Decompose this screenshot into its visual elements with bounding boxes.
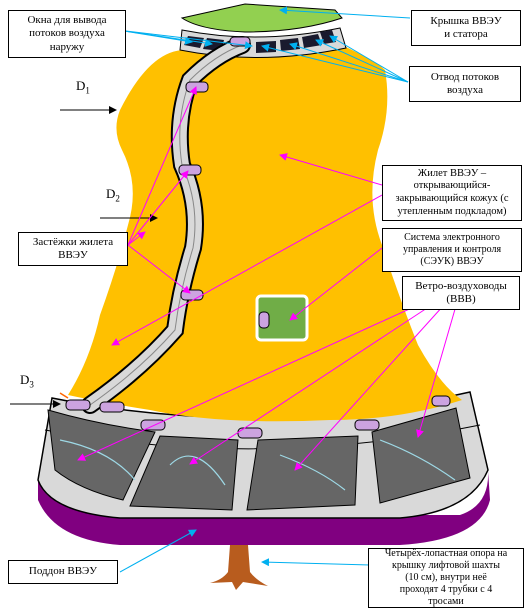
clasp (180, 289, 204, 301)
clasp (65, 399, 91, 411)
label-air-outlet-windows: Окна для вывода потоков воздуха наружу (8, 10, 126, 58)
clasp (178, 164, 202, 176)
cyan-callouts (117, 6, 411, 573)
control-unit (255, 294, 309, 342)
label-control-system: Система электронного управления и контро… (382, 228, 522, 272)
d2-label: D2 (106, 186, 120, 204)
label-wind-ducts: Ветро-воздуховоды (ВВВ) (402, 276, 520, 310)
magenta-callouts (77, 86, 463, 471)
tray-shape (38, 470, 490, 545)
d3-label: D3 (20, 372, 34, 390)
label-air-exhaust: Отвод потоков воздуха (409, 66, 521, 102)
duct-panel (47, 409, 156, 501)
support-shape (210, 545, 268, 590)
wind-duct-panels (47, 407, 471, 511)
clasp (99, 401, 125, 413)
label-clasps: Застёжки жилета ВВЭУ (18, 232, 128, 266)
label-tray: Поддон ВВЭУ (8, 560, 118, 584)
d1-label: D1 (76, 78, 90, 96)
duct-panel (129, 435, 239, 511)
label-lid: Крышка ВВЭУ и статора (411, 10, 521, 46)
clasp (140, 419, 166, 431)
clasp (185, 81, 209, 93)
clasp (431, 395, 451, 407)
clasp (354, 419, 380, 431)
lid-shape (180, 3, 343, 33)
duct-panel (371, 407, 471, 504)
duct-panel (246, 435, 359, 511)
label-vest: Жилет ВВЭУ – открывающийся- закрывающийс… (382, 165, 522, 221)
label-support: Четырёх-лопастная опора на крышку лифтов… (368, 548, 524, 608)
